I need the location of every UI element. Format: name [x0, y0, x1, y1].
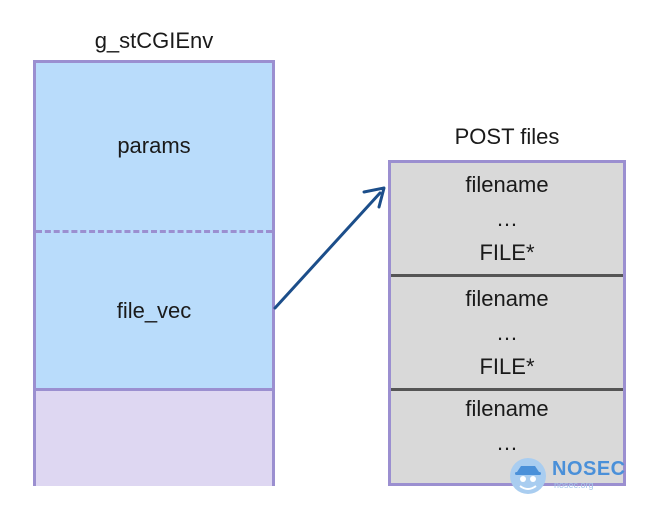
list-title: POST files — [454, 124, 560, 149]
entry-ellipsis: … — [496, 320, 518, 345]
nosec-watermark: NOSEC nosec.org — [508, 456, 628, 496]
entry-filename: filename — [465, 286, 549, 311]
entry-file-ptr: FILE* — [479, 354, 535, 379]
field-file-vec: file_vec — [116, 298, 192, 323]
post-files-list: filename … FILE* filename … FILE* filena… — [388, 160, 626, 486]
field-params: params — [117, 133, 191, 158]
file-entry: filename … FILE* — [391, 163, 623, 274]
file-entry: filename … FILE* — [391, 274, 623, 388]
file-entry: filename … — [391, 388, 623, 483]
struct-title: g_stCGIEnv — [94, 28, 214, 53]
entry-ellipsis: … — [496, 206, 518, 231]
field-divider — [36, 230, 272, 233]
entry-ellipsis: … — [496, 430, 518, 455]
entry-filename: filename — [465, 172, 549, 197]
watermark-name: NOSEC — [552, 458, 626, 480]
struct-unused-region — [36, 388, 272, 486]
struct-box: params file_vec — [33, 60, 275, 486]
spy-logo-icon — [510, 458, 546, 494]
entry-file-ptr: FILE* — [479, 240, 535, 265]
watermark-url: nosec.org — [554, 480, 594, 490]
entry-filename: filename — [465, 396, 549, 421]
